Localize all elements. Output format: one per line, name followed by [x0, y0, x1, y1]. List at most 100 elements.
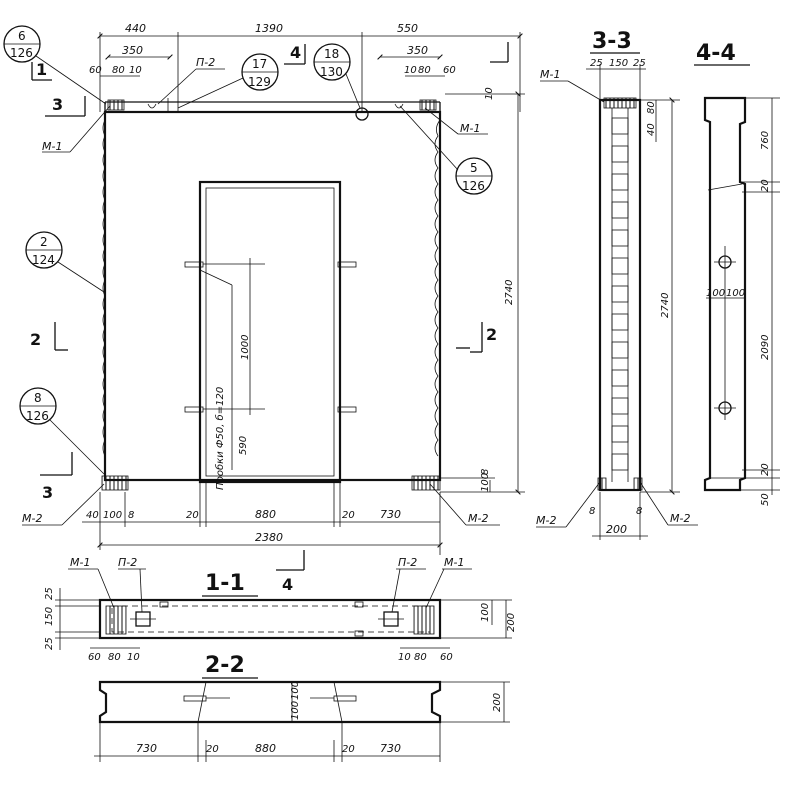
s22-dim-200: 200	[492, 693, 503, 712]
dim-bottom-right-8: 8	[480, 469, 491, 475]
dim-small-left-10: 10	[129, 65, 142, 76]
dim-right-10: 10	[484, 87, 495, 100]
svg-text:124: 124	[32, 253, 55, 267]
section-1-1: 1-1 4 М-1 П-2 П-2 М-1 25 150 2	[44, 550, 517, 663]
s11-plate-right	[413, 605, 435, 635]
cut-3-top-label: 3	[52, 95, 63, 114]
cut-4-label: 4	[290, 43, 301, 62]
bottom-plate-right	[411, 475, 441, 491]
callout-18-130: 18 130	[313, 43, 361, 109]
dim-opening-1000: 1000	[240, 335, 251, 360]
s33-dim-25-right: 25	[633, 58, 646, 69]
door-opening	[198, 180, 342, 484]
lifting-loop	[355, 107, 369, 121]
s33-dim-8-left: 8	[589, 506, 595, 517]
dim-bottom-20-right: 20	[342, 510, 355, 521]
s33-keys	[611, 117, 629, 471]
dim-bottom-40: 40	[86, 510, 99, 521]
s33-label-m2-left: М-2	[536, 514, 556, 527]
svg-text:6: 6	[18, 29, 26, 43]
s11-dim-60-right: 60	[440, 652, 453, 663]
s11-body	[98, 598, 442, 640]
dim-top-440: 440	[125, 22, 146, 35]
svg-text:130: 130	[320, 65, 343, 79]
dim-overall-2380: 2380	[255, 531, 283, 544]
dim-350-left: 350	[122, 44, 143, 57]
s33-dim-40: 40	[646, 123, 657, 136]
svg-text:5: 5	[470, 161, 478, 175]
callout-8-126: 8 126	[19, 387, 105, 475]
s22-dim-880: 880	[255, 742, 276, 755]
probki-note: Пробки Ф50, б=120	[214, 387, 226, 490]
s11-dim-80-left: 80	[108, 652, 121, 663]
dim-height-2740: 2740	[504, 280, 515, 305]
svg-text:126: 126	[10, 46, 33, 60]
section-4-4-title: 4-4	[696, 41, 736, 66]
section-3-3: 3-3 25 150 25 27	[536, 29, 698, 540]
s44-body	[703, 96, 747, 492]
top-plate-right	[419, 99, 437, 111]
dim-small-right-80: 80	[418, 65, 431, 76]
dim-small-left-80: 80	[112, 65, 125, 76]
s22-dim-20-left: 20	[206, 744, 219, 755]
callout-2-124: 2 124	[25, 231, 105, 293]
s33-dim-200: 200	[606, 523, 627, 536]
s44-hole-dim-100-left: 100	[706, 288, 725, 299]
s11-plate-left	[105, 605, 127, 635]
s33-body	[598, 98, 642, 492]
label-m2-right: М-2	[468, 512, 488, 525]
section-1-1-title: 1-1	[205, 571, 245, 596]
s44-hole-dim-100-right: 100	[726, 288, 745, 299]
callout-17-129: 17 129	[177, 53, 279, 109]
main-elevation: 440 1390 550 350 350 60 80 10 10 80 60	[3, 22, 525, 555]
s44-dim-20-top: 20	[760, 179, 771, 192]
s33-dim-80: 80	[646, 101, 657, 114]
callout-6-126: 6 126	[3, 25, 107, 105]
svg-text:17: 17	[252, 57, 267, 71]
dim-small-right-10: 10	[404, 65, 417, 76]
s11-label-p2-right: П-2	[398, 556, 417, 569]
s22-dim-730-left: 730	[136, 742, 157, 755]
label-m1-right: М-1	[460, 122, 480, 135]
dim-bottom-100: 100	[103, 510, 122, 521]
section-2-2-title: 2-2	[205, 653, 245, 678]
section-4-4: 4-4 100 100 760 20 2090 20 50	[694, 41, 780, 506]
s11-dim-25-bottom: 25	[44, 637, 55, 650]
s33-dim-8-right: 8	[636, 506, 642, 517]
panel-outline	[103, 110, 442, 482]
callout-5-126: 5 126	[399, 105, 493, 195]
dim-bottom-880: 880	[255, 508, 276, 521]
s11-dim-25-top: 25	[44, 587, 55, 600]
dim-small-right-60: 60	[443, 65, 456, 76]
dim-350-right: 350	[407, 44, 428, 57]
dim-top-550: 550	[397, 22, 418, 35]
probki-length: 590	[238, 436, 249, 455]
cut-3-bottom-label: 3	[42, 483, 53, 502]
svg-text:126: 126	[26, 409, 49, 423]
s11-label-m1-right: М-1	[444, 556, 464, 569]
label-m2-left: М-2	[22, 512, 42, 525]
cut-1-label: 1	[36, 60, 47, 79]
s22-dim-100-bottom: 100	[290, 701, 301, 720]
s11-dim-200: 200	[506, 613, 517, 632]
section-3-3-title: 3-3	[592, 29, 632, 54]
svg-text:2: 2	[40, 235, 48, 249]
s22-dim-730-right: 730	[380, 742, 401, 755]
dim-bottom-right-100: 100	[480, 473, 491, 492]
s11-dim-10-left: 10	[127, 652, 140, 663]
s22-dim-20-right: 20	[342, 744, 355, 755]
left-key-joint	[102, 119, 106, 457]
s33-label-m1: М-1	[540, 68, 560, 81]
dim-bottom-20-left: 20	[186, 510, 199, 521]
bottom-plate-left	[101, 475, 129, 491]
s44-dim-50: 50	[760, 493, 771, 506]
s33-dim-2740: 2740	[660, 293, 671, 318]
s22-dim-100-top: 100	[290, 681, 301, 700]
label-m1-left: М-1	[42, 140, 62, 153]
right-key-joint	[434, 119, 441, 457]
s11-dim-150: 150	[44, 607, 55, 626]
s44-dim-2090: 2090	[760, 335, 771, 360]
svg-text:8: 8	[34, 391, 42, 405]
s33-dim-150: 150	[609, 58, 628, 69]
